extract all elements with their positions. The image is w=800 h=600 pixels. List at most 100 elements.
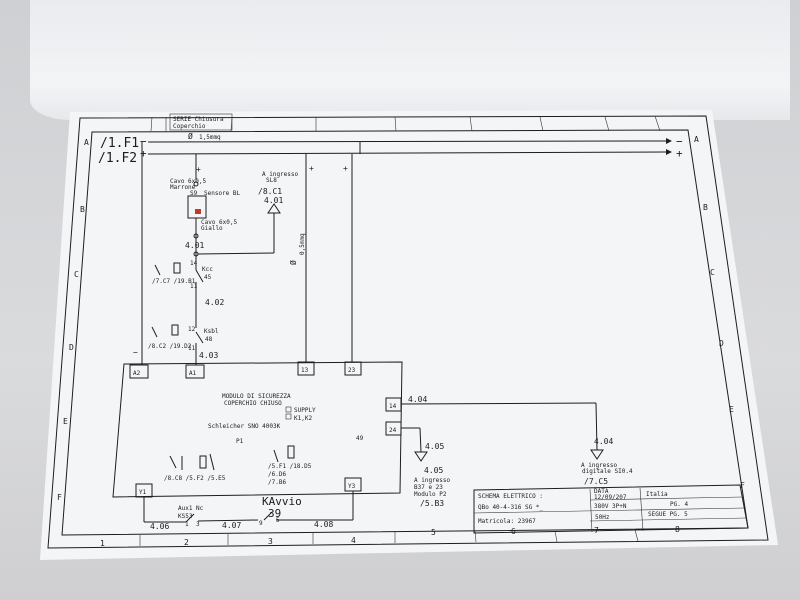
kavvio-switch — [263, 511, 273, 521]
input-b-wire: 4.05 — [424, 466, 443, 475]
sensor-cable-top-color: Marrone — [170, 184, 196, 191]
wire-406-label: 4.06 — [150, 522, 169, 531]
aux-switch — [185, 513, 195, 523]
module-p1: P1 — [236, 438, 244, 445]
wire-407 — [197, 519, 259, 522]
ksbl-pin-11: 11 — [188, 345, 196, 352]
kcc-switch — [195, 269, 204, 283]
input-a-arrow — [267, 203, 281, 214]
input-c-ref: /7.C5 — [584, 477, 608, 486]
aux-label: Aux1 Nc — [178, 505, 204, 512]
input-a-sub: SL8 — [266, 177, 277, 184]
row-label-a: A — [84, 138, 89, 147]
terminal-a1-label: A1 — [189, 370, 197, 377]
vertical-cross-section-label: 0,5mmq — [299, 233, 306, 255]
title-block-divider-3 — [473, 507, 745, 514]
input-b-title: A ingresso — [414, 477, 451, 484]
terminal-a1 — [185, 364, 205, 379]
input-a-wire: 4.01 — [264, 196, 283, 205]
row-label-e: E — [63, 417, 68, 426]
input-a-ref: /8.C1 — [258, 187, 282, 196]
input-b-ref: /5.B3 — [420, 499, 444, 508]
wire-404-drop — [595, 402, 598, 451]
row-label-a-right: A — [694, 135, 699, 144]
terminal-23 — [344, 361, 362, 376]
sensor-term-top — [193, 181, 199, 187]
ksbl-refs: /8.C2 /19.D2 — [148, 343, 192, 350]
wire-404 — [400, 402, 597, 405]
module-contact-refs-left: /8.C8 /5.F2 /5.E5 — [164, 475, 226, 482]
row-label-d-right: D — [719, 339, 724, 348]
kcc-ref-contact-icon — [154, 262, 181, 276]
terminal-a2-label: A2 — [133, 370, 141, 377]
module-k1k2: K1,K2 — [294, 415, 312, 422]
col-label-6: 6 — [511, 527, 516, 536]
cross-section-label: 1,5mmq — [199, 134, 221, 141]
kavvio-label: KAvvio — [262, 495, 302, 508]
terminal-13-label: 13 — [301, 367, 309, 374]
t23-plus-sign: + — [343, 164, 348, 173]
wire-404-label: 4.04 — [408, 395, 427, 404]
row-label-b-right: B — [703, 203, 708, 212]
sensor-plus-sign: + — [196, 165, 201, 174]
ksbl-num: 48 — [205, 336, 213, 343]
col-label-3: 3 — [268, 537, 273, 546]
wire-403-label: 4.03 — [199, 351, 218, 360]
kcc-num: 45 — [204, 274, 212, 281]
cross-section-symbol: Ø — [188, 131, 193, 141]
aux-id: KS53 — [178, 513, 193, 520]
terminal-y3-label: Y3 — [348, 483, 356, 490]
title-block-divider-5 — [589, 517, 747, 522]
module-contact-refs-right-3: /7.B6 — [268, 479, 286, 486]
row-label-e-right: E — [729, 405, 734, 414]
col-label-2: 2 — [184, 538, 189, 547]
outer-frame — [47, 115, 769, 549]
sensor-body — [187, 195, 207, 219]
module-contact-refs-right-1: /5.F1 /18.D5 — [268, 463, 312, 470]
module-contact-left-icon — [169, 453, 215, 471]
wire-401-label: 4.01 — [185, 241, 204, 250]
kcc-refs: /7.C7 /19.B1 — [152, 278, 196, 285]
row-label-c: C — [74, 270, 79, 279]
next-page: SEGUE PG. 5 — [648, 511, 688, 518]
terminal-a2 — [129, 364, 149, 379]
title-block-divider-4 — [589, 496, 743, 501]
terminal-14-label: 14 — [389, 403, 397, 410]
sensor-name: Sensore BL — [204, 190, 241, 197]
wire-405-drop — [419, 427, 422, 453]
rail-plus-sign: + — [140, 147, 147, 160]
terminal-23-label: 23 — [348, 367, 356, 374]
ksbl-switch — [195, 331, 204, 344]
aux-pin-1: 1 — [185, 521, 189, 528]
sensor-cable-bottom-color: Giallo — [201, 225, 223, 232]
input-c-arrow — [590, 449, 604, 460]
matricola: Matricola: 23967 — [478, 518, 536, 525]
minus-riser-sign: − — [133, 348, 138, 357]
row-label-d: D — [69, 343, 74, 352]
rail-minus-arrow — [666, 138, 672, 144]
col-label-4: 4 — [351, 536, 356, 545]
kcc-name: Kcc — [202, 266, 213, 273]
k1k2-led-icon — [285, 413, 292, 420]
aux-pin-3: 3 — [196, 521, 200, 528]
row-label-f: F — [57, 493, 62, 502]
ksbl-name: Ksbl — [204, 328, 219, 335]
module-contact-refs-right-2: /6.D6 — [268, 471, 286, 478]
kcc-pin-11: 11 — [190, 283, 198, 290]
rail-minus-sign: − — [140, 135, 147, 148]
row-label-b: B — [80, 205, 85, 214]
rail-f1-label: /1.F1 — [100, 136, 139, 151]
vertical-cross-section-symbol: Ø — [288, 260, 298, 265]
series-title: SERIE Chiusura — [173, 116, 224, 123]
kcc-pin-14: 14 — [190, 260, 198, 267]
input-b-sub1: B37 e 23 — [414, 484, 443, 491]
terminal-13 — [297, 361, 315, 376]
col-label-5: 5 — [431, 528, 436, 537]
kavvio-pin-5: 5 — [276, 517, 280, 524]
ksbl-pin-12: 12 — [188, 326, 196, 333]
ksbl-ref-contact-icon — [151, 324, 179, 338]
safety-module-box — [112, 361, 403, 498]
input-b-sub2: Modulo P2 — [414, 491, 447, 498]
rail-minus-end: − — [676, 135, 683, 148]
